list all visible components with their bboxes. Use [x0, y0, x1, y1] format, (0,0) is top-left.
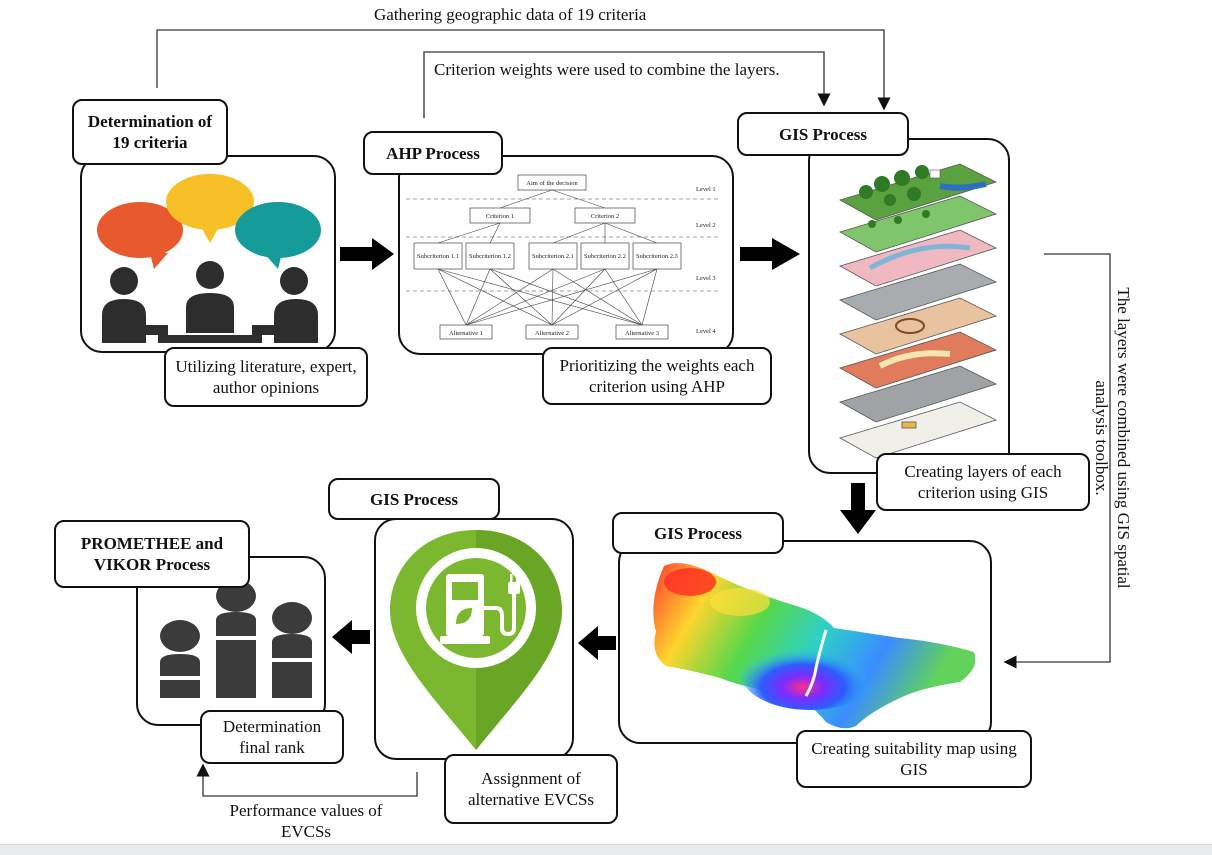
meeting-people-icon	[97, 174, 321, 343]
layer-3	[838, 229, 998, 287]
stage1-panel	[80, 155, 336, 353]
speech-bubble-orange	[97, 202, 183, 258]
layer-6	[838, 331, 998, 389]
weights-connector	[423, 51, 831, 118]
ahp-sub-2-3: Subcriterion 2.3	[636, 253, 678, 260]
ahp-criterion-2: Criterion 2	[591, 213, 619, 220]
stage3-title: GIS Process	[737, 112, 909, 156]
layer-8	[838, 401, 998, 459]
stage6-caption: Determination final rank	[200, 710, 344, 764]
stage2-caption: Prioritizing the weights each criterion …	[542, 347, 772, 405]
gis-layers-icon	[838, 163, 998, 459]
ahp-hierarchy-diagram: Aim of the decision Criterion 1 Criterio…	[406, 174, 720, 340]
ahp-alt-links	[437, 268, 658, 326]
ahp-level-2: Level 2	[696, 222, 716, 229]
stage1-caption: Utilizing literature, expert, author opi…	[164, 347, 368, 407]
suitability-map	[653, 563, 976, 729]
ahp-alt-2: Alternative 2	[535, 330, 569, 337]
stage4-panel	[618, 540, 992, 744]
stage2-panel: Aim of the decision Criterion 1 Criterio…	[398, 155, 734, 355]
stage6-title: PROMETHEE and VIKOR Process	[54, 520, 250, 588]
side-note-text: The layers were combined using GIS spati…	[1092, 287, 1133, 589]
speech-bubble-yellow	[166, 174, 254, 230]
ahp-alt-1: Alternative 1	[449, 330, 483, 337]
layer-2	[838, 195, 998, 253]
bottom-scroll-bar	[0, 844, 1212, 855]
gathering-connector	[156, 29, 891, 111]
stage5-title: GIS Process	[328, 478, 500, 520]
combine-connector	[1003, 253, 1111, 669]
stage4-caption: Creating suitability map using GIS	[796, 730, 1032, 788]
ahp-goal: Aim of the decision	[526, 180, 578, 187]
stage3-panel	[808, 138, 1010, 474]
layer-4	[838, 263, 998, 321]
flow-arrow-2	[740, 238, 800, 270]
ranking-people-icon	[160, 580, 312, 698]
stage3-caption: Creating layers of each criterion using …	[876, 453, 1090, 511]
layer-7	[838, 365, 998, 423]
ahp-criterion-1: Criterion 1	[486, 213, 514, 220]
flow-arrow-1	[340, 238, 394, 270]
ahp-sub-1-1: Subcriterion 1.1	[417, 253, 459, 260]
stage4-title: GIS Process	[612, 512, 784, 554]
criterion-weights-note: Criterion weights were used to combine t…	[434, 59, 780, 80]
layer-5	[838, 297, 998, 355]
stage2-title: AHP Process	[363, 131, 503, 175]
stage5-panel	[374, 518, 574, 760]
flow-arrow-down	[840, 483, 876, 534]
ahp-level-4: Level 4	[696, 328, 716, 335]
ahp-level-3: Level 3	[696, 275, 716, 282]
ahp-sub-2-1: Subcriterion 2.1	[532, 253, 574, 260]
stage5-caption: Assignment of alternative EVCSs	[444, 754, 618, 824]
ev-charging-pin-icon	[390, 530, 562, 750]
ahp-alt-3: Alternative 3	[625, 330, 659, 337]
gathering-note: Gathering geographic data of 19 criteria	[374, 4, 647, 25]
ahp-sub-1-2: Subcriterion 1.2	[469, 253, 511, 260]
speech-bubble-teal	[235, 202, 321, 258]
ahp-level-1: Level 1	[696, 186, 716, 193]
stage1-title: Determination of 19 criteria	[72, 99, 228, 165]
flow-arrow-3	[578, 626, 616, 660]
ahp-sub-2-2: Subcriterion 2.2	[584, 253, 626, 260]
performance-connector	[196, 763, 418, 797]
performance-note: Performance values of EVCSs	[214, 800, 398, 842]
flow-arrow-4	[332, 620, 370, 654]
